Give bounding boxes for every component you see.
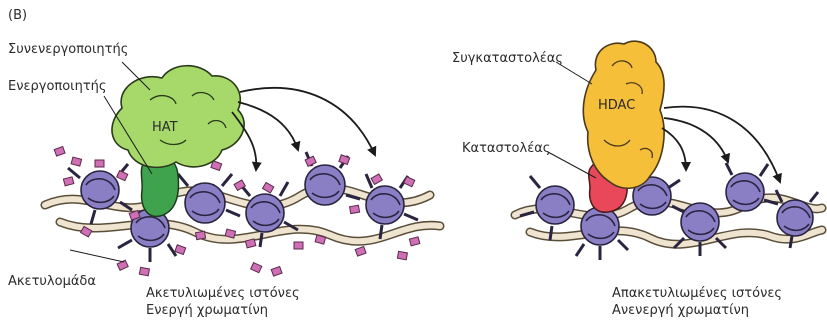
left-caption-line2: Ενεργή χρωματίνη xyxy=(146,302,268,319)
hat-label: HAT xyxy=(152,120,178,135)
coactivator-label: Συνενεργοποιητής xyxy=(8,42,128,58)
repressor-label: Καταστολέας xyxy=(462,141,550,157)
activator-label: Ενεργοποιητής xyxy=(8,79,107,95)
left-nucleosome-2 xyxy=(118,209,176,262)
right-nucleosome-5 xyxy=(726,163,778,211)
left-caption-line1: Ακετυλιωμένες ιστόνες xyxy=(146,285,300,302)
coactivator-hat-protein xyxy=(112,66,244,168)
right-caption-line1: Απακετυλιωμένες ιστόνες xyxy=(612,285,782,302)
corepressor-label: Συγκαταστολέας xyxy=(452,51,563,67)
acetyl-groups xyxy=(54,146,420,276)
right-caption-line2: Ανενεργή χρωματίνη xyxy=(612,302,749,319)
left-arrows xyxy=(232,88,375,170)
hdac-label: HDAC xyxy=(598,98,635,113)
corepressor-hdac-protein xyxy=(583,41,664,188)
panel-label: (B) xyxy=(8,8,27,24)
acetyl-group-label: Ακετυλομάδα xyxy=(8,274,96,290)
